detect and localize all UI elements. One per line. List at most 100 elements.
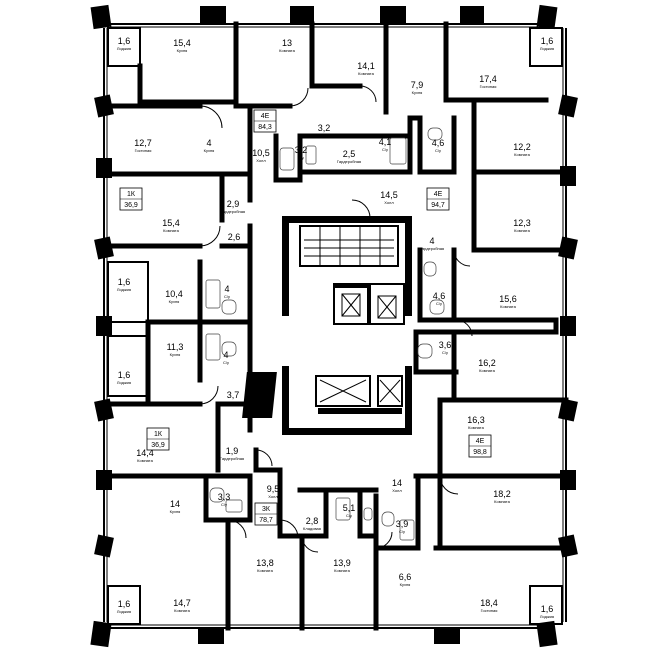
apartment-total-area: 98,8	[473, 449, 487, 456]
room-area: 10,4	[165, 289, 183, 299]
room-name: Гардеробная	[337, 159, 361, 164]
room-name: Гостиная	[135, 148, 152, 153]
apartment-code: 1К	[127, 191, 136, 198]
room-name: Холл	[268, 494, 278, 499]
room-area: 1,6	[118, 277, 131, 287]
room-area: 4,6	[433, 291, 446, 301]
room-area: 3,7	[227, 390, 240, 400]
room-area: 4	[224, 284, 229, 294]
room-area: 13	[282, 38, 292, 48]
room-name: С/у	[346, 513, 352, 518]
room-name: С/у	[442, 350, 448, 355]
outer-walls	[90, 4, 578, 648]
apartment-total-area: 78,7	[259, 517, 273, 524]
room-label-r12: 3,2С/у	[295, 145, 308, 160]
room-label-r30: 3,6С/у	[439, 340, 452, 355]
room-label-r14: 4,1С/у	[379, 137, 392, 152]
room-area: 14,1	[357, 61, 375, 71]
room-name: С/у	[221, 502, 227, 507]
room-name: Гардеробная	[221, 209, 245, 214]
room-name: Холл	[228, 400, 238, 405]
room-label-r42: 5,1С/у	[343, 503, 356, 518]
room-label-r26: 4,6С/у	[433, 291, 446, 306]
room-name: Гардеробная	[420, 246, 444, 251]
room-area: 17,4	[479, 74, 497, 84]
room-name: Кухня	[170, 509, 181, 514]
apartment-label-a5: 4Е 98,8	[468, 434, 492, 458]
room-area: 4	[206, 138, 211, 148]
room-area: 12,3	[513, 218, 531, 228]
room-name: С/у	[224, 294, 230, 299]
room-area: 18,2	[493, 489, 511, 499]
apartment-total-area: 36,9	[151, 442, 165, 449]
room-area: 14	[392, 478, 402, 488]
room-name: Комната	[174, 608, 190, 613]
room-area: 3,2	[295, 145, 308, 155]
room-area: 14,4	[136, 448, 154, 458]
room-area: 11,3	[167, 342, 184, 352]
room-name: С/у	[435, 148, 441, 153]
room-area: 9,5	[267, 484, 280, 494]
room-name: Комната	[334, 568, 350, 573]
room-area: 2,5	[343, 149, 356, 159]
room-label-r15: 4,6С/у	[432, 138, 445, 153]
room-name: Комната	[479, 368, 495, 373]
room-name: С/у	[223, 360, 229, 365]
room-name: Лоджия	[117, 380, 131, 385]
room-name: Комната	[514, 228, 530, 233]
room-name: Комната	[137, 458, 153, 463]
room-area: 13,8	[256, 558, 274, 568]
room-area: 12,2	[513, 142, 531, 152]
loggia-boxes	[107, 27, 563, 625]
room-name: Комната	[257, 568, 273, 573]
room-label-r41: 3,3С/у	[218, 492, 231, 507]
room-area: 18,4	[480, 598, 498, 608]
room-name: Кухня	[204, 148, 215, 153]
room-name: Комната	[514, 152, 530, 157]
room-name: Коридор	[316, 133, 333, 138]
room-area: 15,4	[173, 38, 191, 48]
room-area: 3,6	[439, 340, 452, 350]
apartment-label-a6: 3К 78,7	[254, 502, 278, 526]
room-name: С/у	[436, 301, 442, 306]
room-area: 1,6	[541, 36, 554, 46]
room-label-r29: 4С/у	[223, 350, 229, 365]
room-area: 14,7	[173, 598, 191, 608]
room-name: С/у	[382, 147, 388, 152]
room-area: 16,2	[478, 358, 496, 368]
room-area: 1,6	[541, 604, 554, 614]
room-name: Холл	[384, 200, 394, 205]
apartment-code: 4Е	[476, 438, 485, 445]
apartment-code: 3К	[262, 506, 271, 513]
room-name: Кухня	[412, 90, 423, 95]
